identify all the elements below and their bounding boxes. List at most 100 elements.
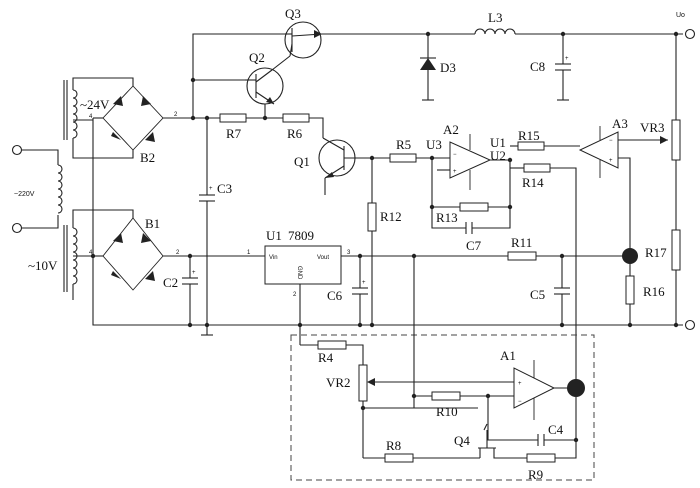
resistor-r15 [510,141,580,151]
opamp-a1 [513,360,585,420]
capacitor-c2-label: C2 [163,275,178,290]
transformer-10v-label: ~10V [28,258,58,273]
capacitor-c5 [554,256,570,325]
regulator-ref: U1 [266,228,282,243]
resistor-r14-label: R14 [522,175,544,190]
resistor-r12-label: R12 [380,209,402,224]
bridge-b1-pin: 2 [176,250,180,256]
resistor-r16-label: R16 [643,284,665,299]
opamp-u3-label: U3 [426,137,442,152]
opamp-a3-minus: − [609,138,613,144]
transformer-primary-coil [57,164,63,214]
diode-d3 [420,34,436,101]
potentiometer-vr2 [358,364,514,459]
resistor-r8 [384,453,480,463]
resistor-r14 [510,163,577,380]
transistor-q4 [478,423,527,459]
opamp-a1-plus: + [518,381,522,387]
capacitor-c7 [431,207,511,234]
regulator-pin2: 2 [293,292,297,298]
resistor-r11 [507,251,537,261]
capacitor-c3 [199,118,215,336]
bridge-b2-label: B2 [140,150,155,165]
junction-dots [90,31,679,443]
transistor-q4-label: Q4 [454,433,470,448]
resistor-r10 [413,256,514,408]
resistor-r9-label: R9 [528,467,543,482]
regulator-7809 [264,245,630,345]
regulator-pin3: 3 [347,250,351,256]
resistor-r12 [367,158,377,325]
opamp-a3 [578,126,668,256]
transformer-24v-label: ~24V [80,97,110,112]
ac-input-terminals [11,144,59,234]
regulator-part: 7809 [288,228,314,243]
capacitor-c5-label: C5 [530,287,545,302]
regulator-vout: Vout [317,255,329,261]
resistor-r4 [300,340,364,365]
resistor-r17-label: R17 [645,245,667,260]
bridge-b1-label: B1 [145,216,160,231]
resistor-r4-label: R4 [318,350,334,365]
capacitor-c4-label: C4 [548,422,564,437]
primary-voltage-label: ~220V [14,191,35,198]
transformer-24v-pin: 4 [89,114,93,120]
bridge-b2-pin: 2 [174,112,178,118]
opamp-a2 [437,134,510,190]
potentiometer-vr2-label: VR2 [326,375,351,390]
transistor-q3-label: Q3 [285,6,301,21]
capacitor-c8 [555,34,571,101]
bridge-rectifier-b1 [93,217,265,291]
resistor-r7-label: R7 [226,126,242,141]
transistor-q2 [245,55,291,118]
capacitor-c6-label: C6 [327,288,343,303]
capacitor-c6 [352,256,368,325]
ground-rail [92,118,696,331]
resistor-r15-label: R15 [518,128,540,143]
opamp-a2-plus: + [453,169,457,175]
resistor-r11-label: R11 [511,235,532,250]
diode-d3-label: D3 [440,60,456,75]
transformer-24v [63,77,134,159]
control-section-box [290,334,595,481]
capacitor-c2 [182,256,198,325]
positive-rail [192,33,285,119]
resistor-r6 [282,113,324,138]
transistor-q2-label: Q2 [249,50,265,65]
transformer-10v [63,209,134,300]
regulator-pin1: 1 [247,250,251,256]
transformer-10v-pin: 4 [89,250,93,256]
transistor-q1-label: Q1 [294,154,310,169]
opamp-u1-label: U1 [490,135,506,150]
capacitor-c3-label: C3 [217,181,232,196]
resistor-r7 [219,113,283,123]
capacitor-c6-plus: + [362,280,366,286]
opamp-u2-label: U2 [490,148,506,163]
capacitor-c7-label: C7 [466,238,482,253]
capacitor-c3-plus: + [209,186,213,192]
capacitor-c4 [487,396,577,446]
regulator-vin: Vin [269,255,278,261]
transistor-q1 [318,137,390,195]
resistor-r6-label: R6 [287,126,303,141]
transistor-q3 [284,21,323,59]
potentiometer-vr3-label: VR3 [640,120,665,135]
resistor-r5-label: R5 [396,137,411,152]
opamp-a1-label: A1 [500,348,516,363]
bridge-rectifier-b2 [93,85,193,151]
opamp-a2-minus: − [453,152,457,158]
resistor-r16 [622,248,638,325]
regulator-gnd: GND [296,266,302,280]
opamp-a1-minus: − [518,399,522,405]
opamp-a2-label: A2 [443,122,459,137]
capacitor-c2-plus: + [192,270,196,276]
capacitor-c8-label: C8 [530,59,545,74]
output-rail [322,28,696,40]
resistor-r10-label: R10 [436,404,458,419]
resistor-r13-label: R13 [436,210,458,225]
resistor-r5 [389,153,450,163]
output-voltage-label: Uo [676,12,685,19]
potentiometer-vr3 [671,34,681,325]
resistor-r8-label: R8 [386,438,401,453]
